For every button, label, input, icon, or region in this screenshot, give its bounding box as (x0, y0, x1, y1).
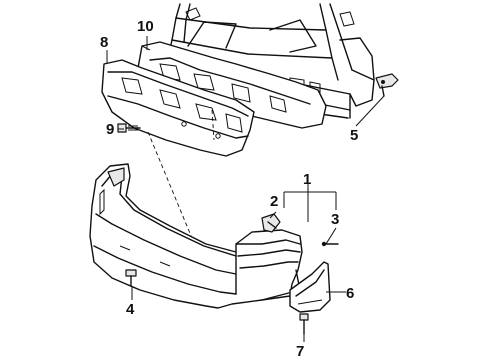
bumper-cover (89, 163, 303, 309)
screw-7 (299, 313, 309, 335)
callout-5: 5 (350, 127, 358, 144)
callout-7: 7 (296, 343, 304, 360)
callout-6: 6 (346, 285, 354, 302)
callout-3: 3 (331, 211, 339, 228)
callout-10: 10 (137, 18, 154, 35)
mud-flap (289, 261, 331, 313)
retainer-bracket-2 (261, 213, 281, 233)
callout-labels: 1 2 3 4 5 6 7 8 9 10 (100, 18, 358, 360)
callout-9: 9 (106, 121, 114, 138)
screw-3 (321, 241, 339, 247)
screw-4 (125, 269, 137, 287)
leader-lines (106, 36, 385, 342)
bracket-5 (375, 73, 399, 97)
callout-4: 4 (126, 301, 135, 318)
callout-8: 8 (100, 34, 108, 51)
callout-2: 2 (270, 193, 278, 210)
reinforcement-beam (101, 59, 255, 157)
callout-1: 1 (303, 171, 311, 188)
